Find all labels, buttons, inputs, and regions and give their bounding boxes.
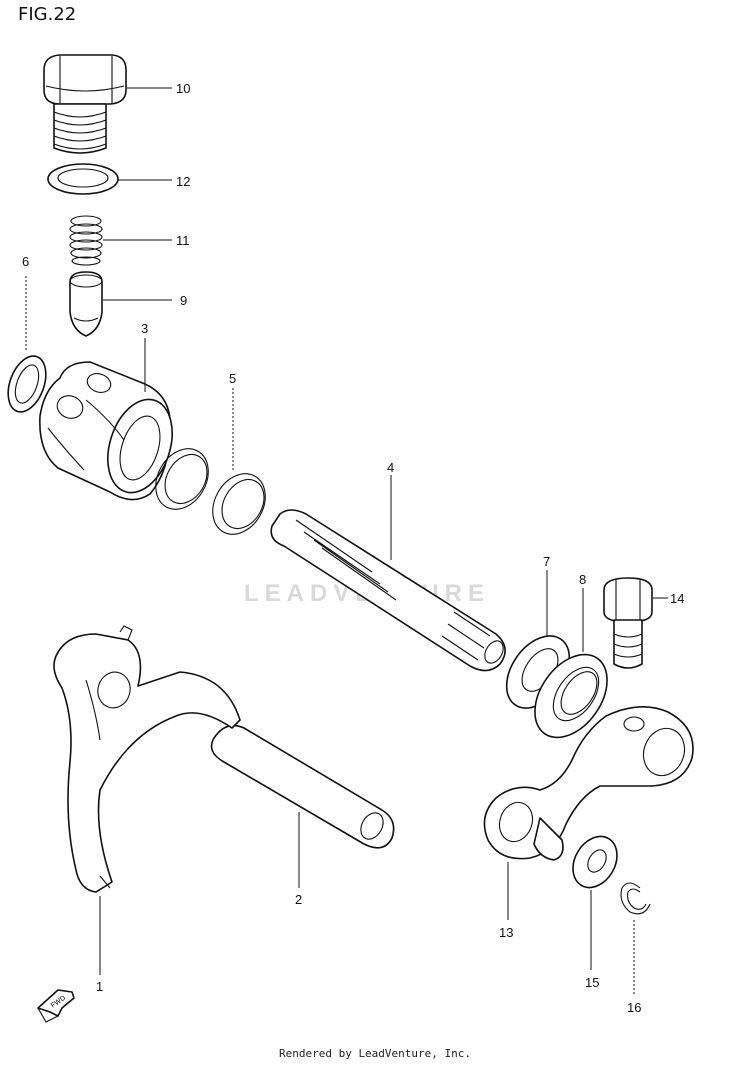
callout-12: 12 [176, 174, 190, 189]
part-11-spring[interactable] [69, 215, 172, 266]
part-3-shift-cam[interactable] [39, 338, 184, 501]
callout-4: 4 [387, 460, 394, 475]
part-10-plug-bolt[interactable] [43, 54, 172, 154]
footer-credit: Rendered by LeadVenture, Inc. [278, 1047, 472, 1060]
fwd-arrow-icon: FWD [37, 989, 75, 1023]
part-2-fork-shaft[interactable] [210, 724, 395, 888]
callout-2: 2 [295, 892, 302, 907]
part-12-washer[interactable] [47, 163, 172, 195]
callout-11: 11 [176, 233, 190, 248]
callout-14: 14 [670, 591, 684, 606]
callout-8: 8 [579, 572, 586, 587]
part-14-bolt[interactable] [603, 577, 668, 669]
callout-9: 9 [180, 293, 187, 308]
callout-1: 1 [96, 979, 103, 994]
figure-title: FIG.22 [18, 4, 77, 25]
callout-labels: 10 12 11 9 6 3 5 4 7 8 14 2 13 1 15 16 [22, 81, 684, 1015]
callout-5: 5 [229, 371, 236, 386]
callout-15: 15 [585, 975, 599, 990]
callout-3: 3 [141, 321, 148, 336]
callout-10: 10 [176, 81, 190, 96]
part-4-gearshift-shaft[interactable] [270, 475, 507, 672]
callout-16: 16 [627, 1000, 641, 1015]
part-16-e-clip[interactable] [620, 882, 651, 996]
part-9-plunger[interactable] [69, 271, 172, 337]
part-1-shift-fork[interactable] [53, 625, 241, 975]
part-6-washer[interactable] [1, 276, 53, 417]
part-13-gearshift-arm[interactable] [483, 706, 694, 920]
callout-6: 6 [22, 254, 29, 269]
part-5-circlips[interactable] [145, 388, 276, 544]
callout-13: 13 [499, 925, 513, 940]
callout-7: 7 [543, 554, 550, 569]
part-15-washer[interactable] [564, 829, 626, 970]
part-8-oil-seal[interactable] [520, 588, 622, 751]
